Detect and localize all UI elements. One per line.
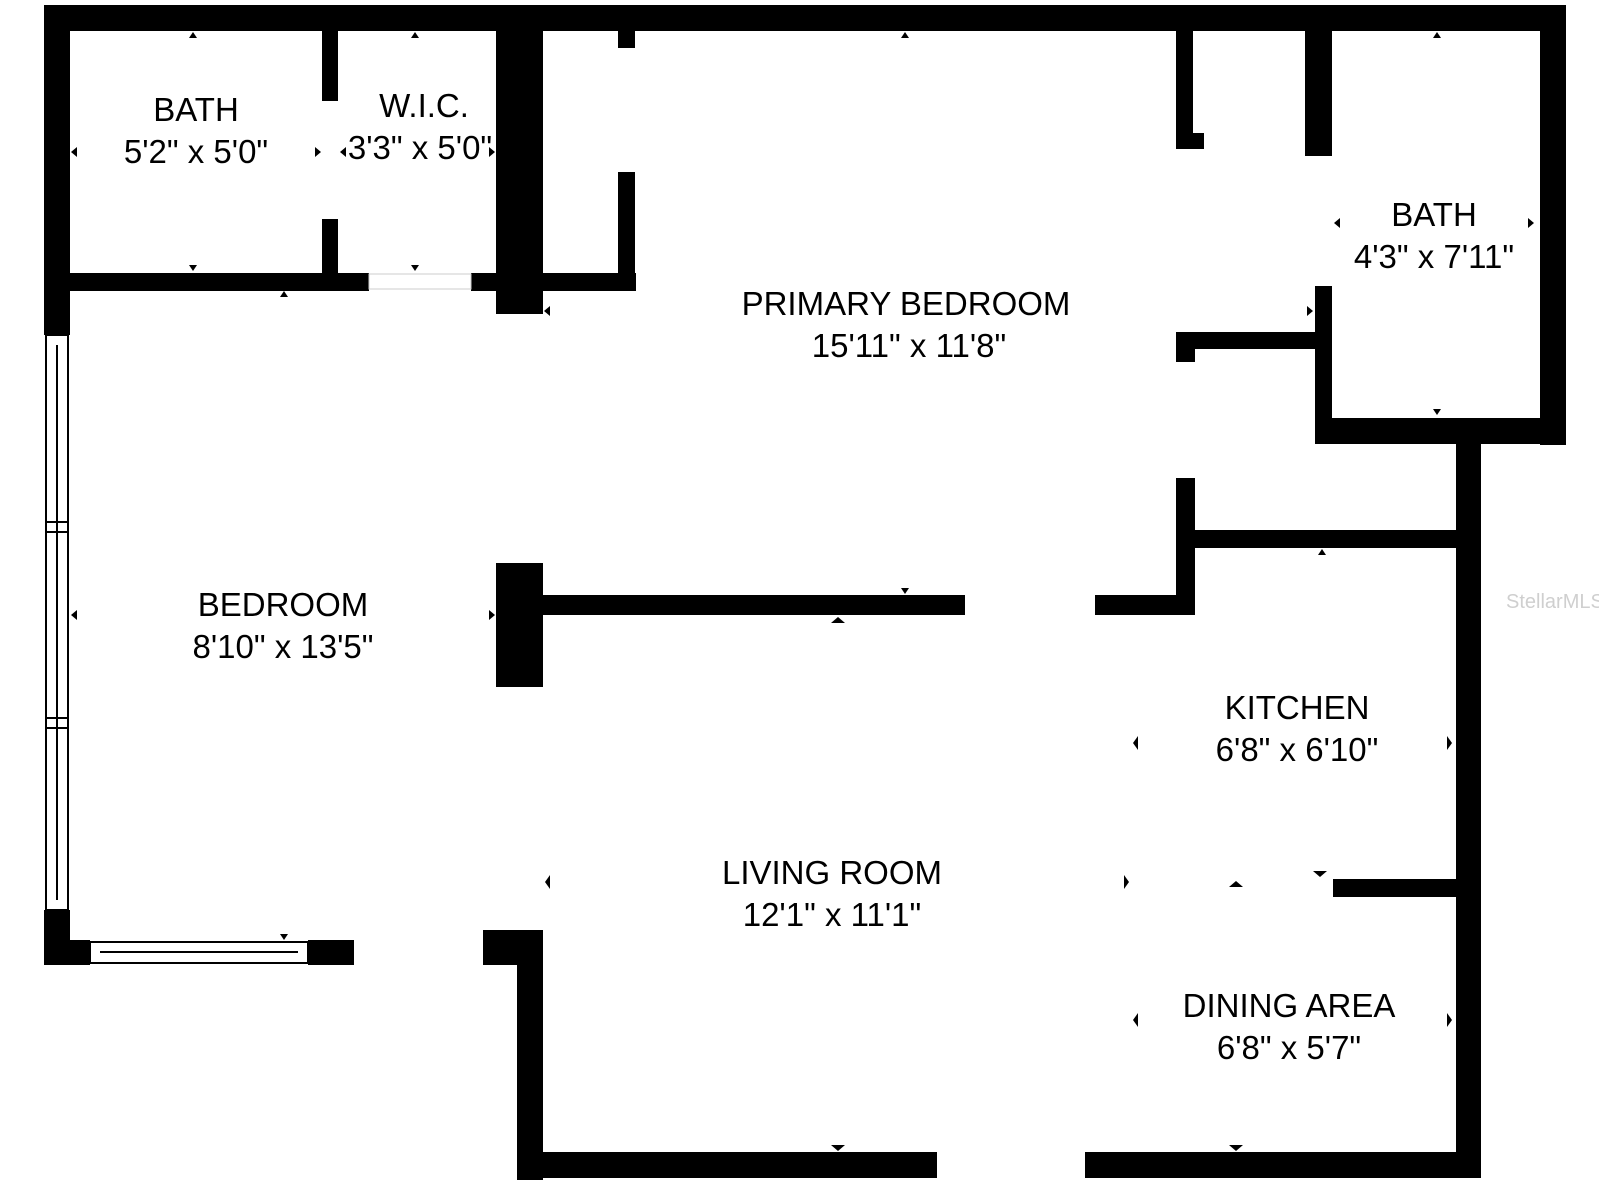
room-dims-bath1: 5'2" x 5'0"	[124, 133, 268, 170]
room-name-bath1: BATH	[153, 91, 239, 128]
room-dims-kitchen: 6'8" x 6'10"	[1216, 731, 1379, 768]
arrow-right-icon	[489, 147, 495, 157]
wall	[1540, 5, 1566, 445]
arrow-left-icon	[340, 147, 346, 157]
arrow-up-icon	[280, 291, 288, 297]
wall	[618, 172, 635, 291]
arrow-left-icon	[1133, 1013, 1138, 1027]
arrow-up-icon	[189, 32, 197, 38]
wall	[322, 219, 338, 291]
wall	[1176, 545, 1195, 615]
arrow-left-icon	[1133, 736, 1138, 750]
arrow-up-icon	[901, 32, 909, 38]
walls	[44, 5, 1566, 1180]
arrow-right-icon	[1447, 1013, 1452, 1027]
wall	[1456, 435, 1481, 1178]
room-dims-wic: 3'3" x 5'0"	[348, 129, 492, 166]
wall	[517, 930, 543, 1180]
arrow-down-icon	[1433, 409, 1441, 415]
room-name-primary-bedroom: PRIMARY BEDROOM	[742, 285, 1071, 322]
arrow-left-icon	[545, 875, 550, 889]
watermark: StellarMLS	[1506, 591, 1599, 613]
arrow-right-icon	[1447, 736, 1452, 750]
wall	[1176, 133, 1204, 149]
arrow-down-icon	[280, 934, 288, 940]
room-name-dining-area: DINING AREA	[1183, 987, 1396, 1024]
wall	[1315, 31, 1332, 156]
room-dims-bedroom: 8'10" x 13'5"	[193, 628, 374, 665]
wall	[1176, 332, 1332, 349]
arrow-left-icon	[1334, 218, 1340, 228]
arrow-left-icon	[71, 147, 77, 157]
arrow-right-icon	[1307, 306, 1313, 316]
wall	[496, 563, 543, 687]
wall	[1176, 530, 1481, 548]
room-name-wic: W.I.C.	[379, 87, 469, 124]
room-name-kitchen: KITCHEN	[1225, 689, 1370, 726]
wall	[1085, 1152, 1481, 1178]
wall	[471, 273, 636, 291]
arrow-up-icon	[1433, 32, 1441, 38]
arrow-down-icon	[411, 265, 419, 271]
arrow-up-icon	[1229, 881, 1243, 887]
arrow-up-icon	[1318, 549, 1326, 555]
window	[368, 273, 472, 290]
wall	[308, 940, 354, 965]
arrow-down-icon	[831, 1145, 845, 1151]
wall	[1176, 478, 1195, 548]
arrow-down-icon	[1313, 871, 1327, 877]
wall	[517, 1152, 937, 1178]
arrow-left-icon	[71, 610, 77, 620]
room-name-living-room: LIVING ROOM	[722, 854, 942, 891]
wall	[1095, 595, 1195, 615]
arrow-up-icon	[411, 32, 419, 38]
wall	[322, 31, 338, 101]
wall	[1318, 418, 1566, 444]
room-dims-living-room: 12'1" x 11'1"	[743, 896, 922, 933]
arrow-right-icon	[489, 610, 495, 620]
arrow-right-icon	[1124, 875, 1129, 889]
window-mullions	[46, 345, 298, 953]
wall	[1176, 31, 1193, 149]
wall	[618, 31, 635, 48]
wall	[44, 5, 1566, 31]
room-dims-primary-bedroom: 15'11" x 11'8"	[812, 327, 1006, 364]
room-dims-bath2: 4'3" x 7'11"	[1354, 238, 1514, 275]
wall	[1315, 286, 1332, 444]
arrow-down-icon	[1229, 1145, 1243, 1151]
room-name-bedroom: BEDROOM	[198, 586, 369, 623]
wall	[44, 940, 90, 965]
wall	[44, 273, 369, 291]
arrow-right-icon	[315, 147, 321, 157]
dimension-arrows	[71, 32, 1534, 1151]
arrow-up-icon	[831, 617, 845, 623]
wall	[496, 31, 543, 314]
arrow-down-icon	[901, 588, 909, 594]
arrow-left-icon	[544, 306, 550, 316]
arrow-down-icon	[189, 265, 197, 271]
wall	[1333, 879, 1481, 897]
wall	[1176, 332, 1195, 362]
room-labels: BATH 5'2" x 5'0" W.I.C. 3'3" x 5'0" PRIM…	[124, 87, 1514, 1066]
room-dims-dining-area: 6'8" x 5'7"	[1217, 1029, 1361, 1066]
arrow-right-icon	[1528, 218, 1534, 228]
wall	[543, 595, 965, 615]
room-name-bath2: BATH	[1391, 196, 1477, 233]
